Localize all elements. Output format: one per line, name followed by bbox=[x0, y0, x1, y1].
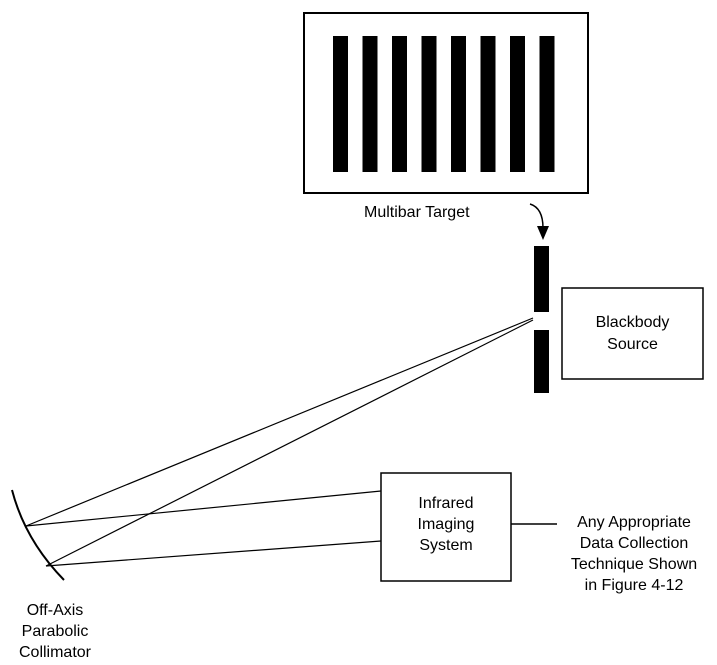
collimator-label-line1: Off-Axis bbox=[26, 602, 84, 619]
blackbody-source-label-line1: Blackbody bbox=[595, 314, 670, 331]
data-collection-label-line2: Data Collection bbox=[579, 535, 689, 552]
ray-lower bbox=[45, 319, 534, 567]
infrared-label-line2: Imaging bbox=[417, 516, 475, 533]
target-bar-2 bbox=[362, 36, 378, 172]
multibar-target-label: Multibar Target bbox=[364, 204, 470, 221]
target-arrow bbox=[529, 203, 544, 229]
collimator-label-line2: Parabolic bbox=[21, 623, 89, 640]
target-bar-7 bbox=[510, 36, 525, 172]
target-bar-5 bbox=[451, 36, 466, 172]
collimated-ray-lower bbox=[45, 540, 382, 567]
infrared-label-line3: System bbox=[419, 537, 473, 554]
data-collection-label-line4: in Figure 4-12 bbox=[584, 577, 684, 594]
multibar-target-bars bbox=[333, 36, 555, 172]
ray-upper bbox=[25, 317, 534, 527]
infrared-imaging-system-box bbox=[380, 472, 512, 582]
collimated-ray-upper bbox=[25, 490, 382, 527]
target-bar-1 bbox=[333, 36, 348, 172]
target-bar-4 bbox=[421, 36, 437, 172]
target-bar-8 bbox=[539, 36, 555, 172]
slit-bar-upper bbox=[534, 246, 549, 312]
blackbody-source-label-line2: Source bbox=[607, 336, 658, 353]
target-arrowhead bbox=[537, 226, 549, 240]
collimator-label-line3: Collimator bbox=[18, 644, 91, 661]
target-bar-3 bbox=[392, 36, 407, 172]
data-collection-label-line1: Any Appropriate bbox=[577, 514, 691, 531]
infrared-label-line1: Infrared bbox=[418, 495, 474, 512]
collimator-mirror bbox=[11, 489, 65, 581]
slit-bar-lower bbox=[534, 330, 549, 393]
blackbody-source-box bbox=[561, 287, 704, 380]
data-collection-label-line3: Technique Shown bbox=[570, 556, 698, 573]
target-bar-6 bbox=[480, 36, 496, 172]
